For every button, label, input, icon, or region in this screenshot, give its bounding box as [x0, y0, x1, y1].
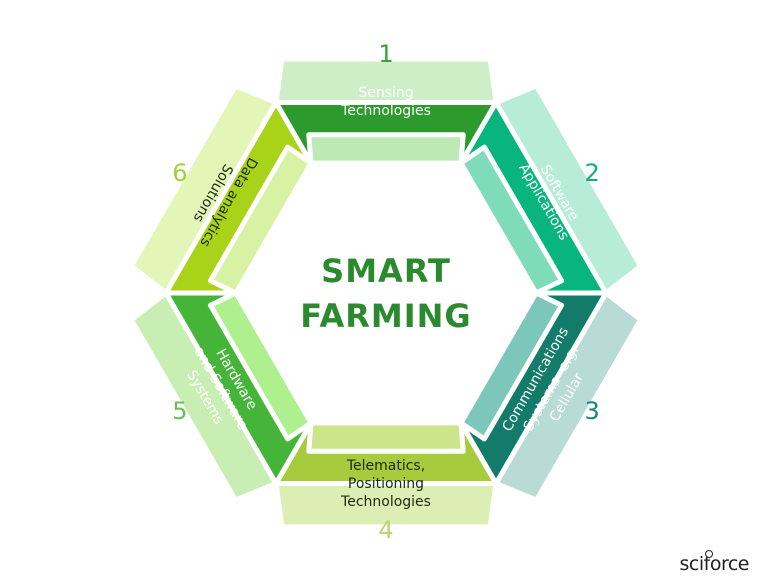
segment-inner-shade — [306, 132, 466, 166]
segment-label-line: Sensing — [358, 85, 413, 101]
segment-number: 2 — [584, 159, 599, 187]
logo-dot-icon — [704, 550, 713, 558]
segment-number: 3 — [584, 397, 599, 425]
segment-label-line: Technologies — [340, 494, 431, 510]
segment-number: 4 — [378, 516, 393, 544]
segments-layer: 1SensingTechnologies2SoftwareApplication… — [128, 40, 644, 544]
center-hexagon: SMART FARMING — [300, 252, 471, 335]
segment-inner-shade — [306, 420, 466, 454]
segment-number: 5 — [172, 397, 187, 425]
brand-logo: sciforce — [679, 550, 750, 575]
center-title-line2: FARMING — [300, 297, 471, 335]
segment-number: 1 — [378, 40, 393, 68]
segment-inner-shade — [207, 290, 314, 442]
segment-label-line: Technologies — [340, 103, 431, 119]
segment-label-line: Positioning — [348, 476, 424, 492]
segment-inner-shade — [458, 290, 565, 442]
center-title-line1: SMART — [321, 252, 451, 290]
segment-inner-shade — [207, 144, 314, 296]
segment-number: 6 — [172, 159, 187, 187]
brand-logo-text: sciforce — [679, 553, 750, 575]
segment-label-line: Telematics, — [346, 458, 425, 474]
segment-inner-shade — [458, 144, 565, 296]
